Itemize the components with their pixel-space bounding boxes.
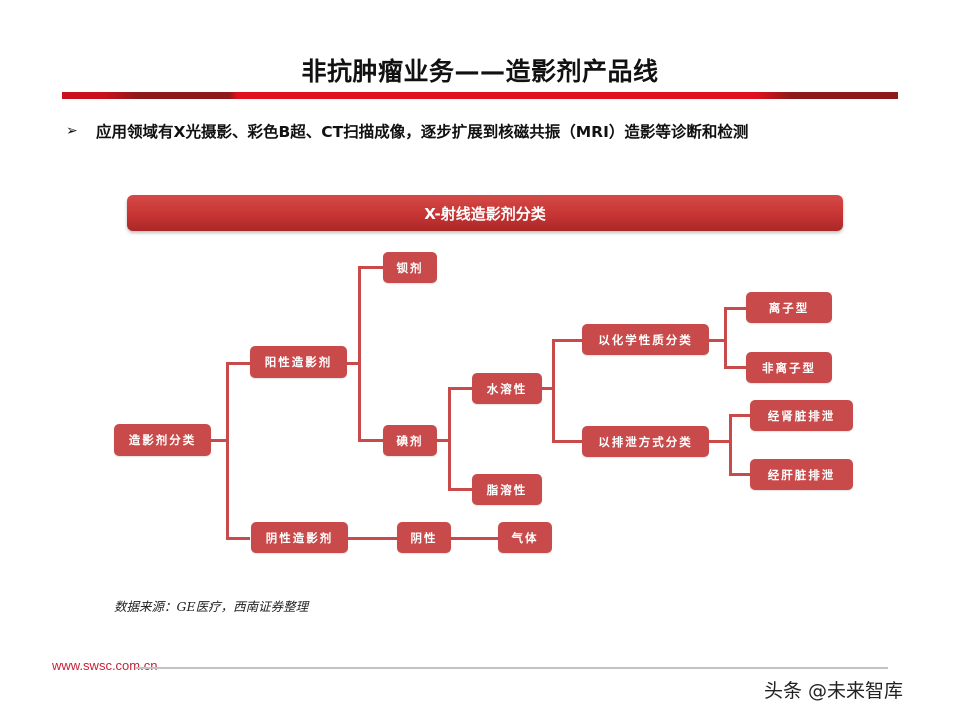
connector xyxy=(347,537,397,540)
node-by-chemical: 以化学性质分类 xyxy=(582,324,709,355)
node-negative-type: 阴性 xyxy=(397,522,451,553)
connector xyxy=(724,307,727,369)
node-nonionic: 非离子型 xyxy=(746,352,832,383)
footer-divider xyxy=(136,667,888,669)
node-fat-soluble: 脂溶性 xyxy=(472,474,542,505)
connector xyxy=(448,488,472,491)
arrow-right-icon: ➢ xyxy=(66,123,78,139)
watermark: 头条 @未来智库 xyxy=(764,680,904,702)
node-iodine: 碘剂 xyxy=(383,425,437,456)
bullet-point: ➢ 应用领域有X光摄影、彩色B超、CT扫描成像，逐步扩展到核磁共振（MRI）造影… xyxy=(66,120,748,142)
node-hepatic: 经肝脏排泄 xyxy=(750,459,853,490)
bullet-text: 应用领域有X光摄影、彩色B超、CT扫描成像，逐步扩展到核磁共振（MRI）造影等诊… xyxy=(96,123,749,141)
diagram-banner: X-射线造影剂分类 xyxy=(127,195,843,231)
connector xyxy=(450,537,498,540)
connector xyxy=(552,440,582,443)
connector xyxy=(552,339,555,443)
connector xyxy=(358,266,384,269)
title-divider xyxy=(62,92,898,99)
connector xyxy=(434,439,450,442)
connector xyxy=(724,366,746,369)
connector xyxy=(709,339,727,342)
node-ionic: 离子型 xyxy=(746,292,832,323)
node-root: 造影剂分类 xyxy=(114,424,211,456)
data-source: 数据来源：GE医疗，西南证券整理 xyxy=(114,599,309,614)
page-title: 非抗肿瘤业务——造影剂产品线 xyxy=(301,57,659,86)
node-negative: 阴性造影剂 xyxy=(251,522,348,553)
connector xyxy=(226,362,229,540)
connector xyxy=(729,414,732,476)
connector xyxy=(358,439,384,442)
connector xyxy=(347,362,361,365)
connector xyxy=(448,387,451,491)
node-positive: 阳性造影剂 xyxy=(250,346,347,378)
connector xyxy=(724,307,746,310)
node-water-soluble: 水溶性 xyxy=(472,373,542,404)
connector xyxy=(552,339,582,342)
footer-url[interactable]: www.swsc.com.cn xyxy=(52,658,158,673)
connector xyxy=(729,414,751,417)
node-renal: 经肾脏排泄 xyxy=(750,400,853,431)
connector xyxy=(226,362,250,365)
connector xyxy=(729,473,751,476)
connector xyxy=(709,440,731,443)
connector xyxy=(448,387,472,390)
node-gas: 气体 xyxy=(498,522,552,553)
connector xyxy=(358,266,361,442)
connector xyxy=(211,439,227,442)
node-by-excretion: 以排泄方式分类 xyxy=(582,426,709,457)
connector xyxy=(541,387,555,390)
connector xyxy=(226,537,250,540)
node-barium: 钡剂 xyxy=(383,252,437,283)
